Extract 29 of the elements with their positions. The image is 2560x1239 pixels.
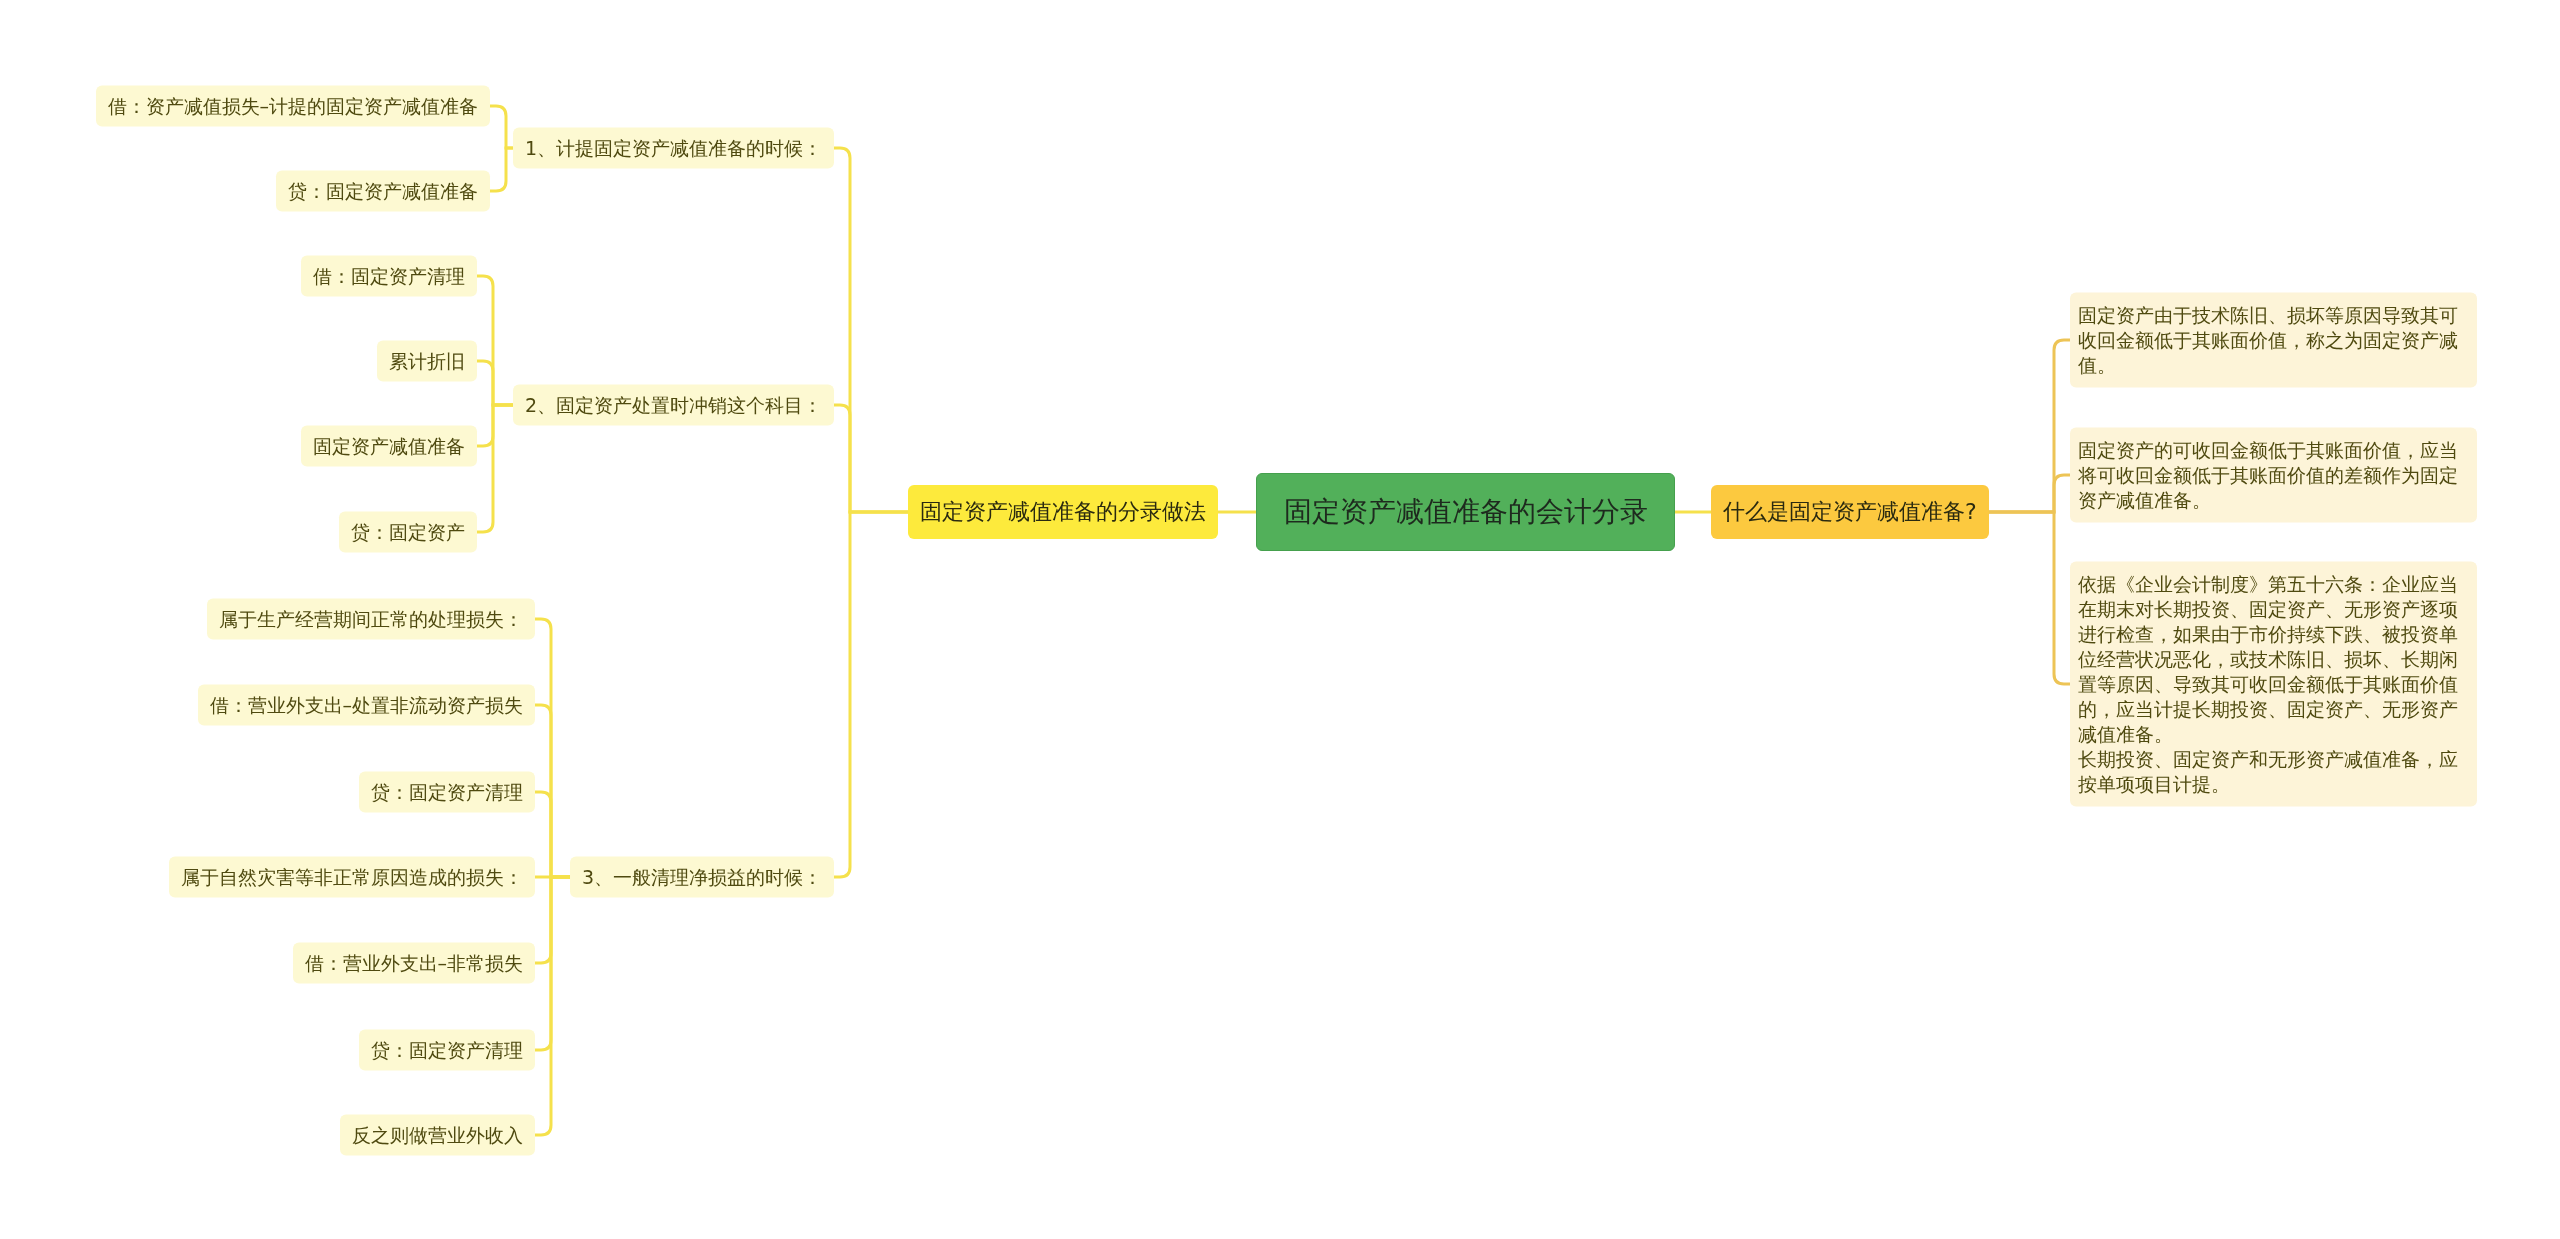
root-topic: 固定资产减值准备的会计分录 [1256,473,1675,551]
subtopic: 借：营业外支出–处置非流动资产损失 [197,684,535,726]
subtopic: 固定资产减值准备 [301,425,477,467]
subtopic: 贷：固定资产清理 [359,1029,535,1071]
connector-line [477,403,513,534]
subtopic: 借：营业外支出–非常损失 [292,942,535,984]
note-box: 固定资产由于技术陈旧、损坏等原因导致其可收回金额低于其账面价值，称之为固定资产减值。 [2070,292,2477,388]
connector-line [834,510,908,879]
subtopic: 2、固定资产处置时冲销这个科目： [512,384,834,426]
subtopic: 贷：固定资产减值准备 [276,170,490,212]
connector-line [490,146,513,193]
subtopic: 贷：固定资产清理 [359,771,535,813]
subtopic: 累计折旧 [377,340,477,382]
note-box: 依据《企业会计制度》第五十六条：企业应当在期末对长期投资、固定资产、无形资产逐项进行检查，如果由于市价持续下跌、被投资单位经营状况恶化，或技术陈旧、损坏、长期闲置等原因、导致其可收回金额低于其账面价值的，应当计提长期投资、固定资产、无形资产减值准备。 长期投资、固定资产和无形资产减值准备，应按单项项目计提。 [2070,561,2477,807]
subtopic: 借：固定资产清理 [301,255,477,297]
branch-topic: 固定资产减值准备的分录做法 [908,485,1218,539]
subtopic: 1、计提固定资产减值准备的时候： [512,127,834,169]
subtopic: 属于生产经营期间正常的处理损失： [207,598,535,640]
connector-line [1675,510,1711,514]
note-box: 固定资产的可收回金额低于其账面价值，应当将可收回金额低于其账面价值的差额作为固定资产减值准备。 [2070,427,2477,523]
subtopic: 属于自然灾害等非正常原因造成的损失： [169,856,535,898]
subtopic: 反之则做营业外收入 [340,1114,535,1156]
connector-line [1988,510,2070,686]
subtopic: 3、一般清理净损益的时候： [569,856,834,898]
connector-line [1218,510,1256,514]
branch-topic: 什么是固定资产减值准备? [1711,485,1989,539]
subtopic: 贷：固定资产 [339,511,477,553]
connector-line [535,875,570,1137]
subtopic: 借：资产减值损失–计提的固定资产减值准备 [95,85,490,127]
